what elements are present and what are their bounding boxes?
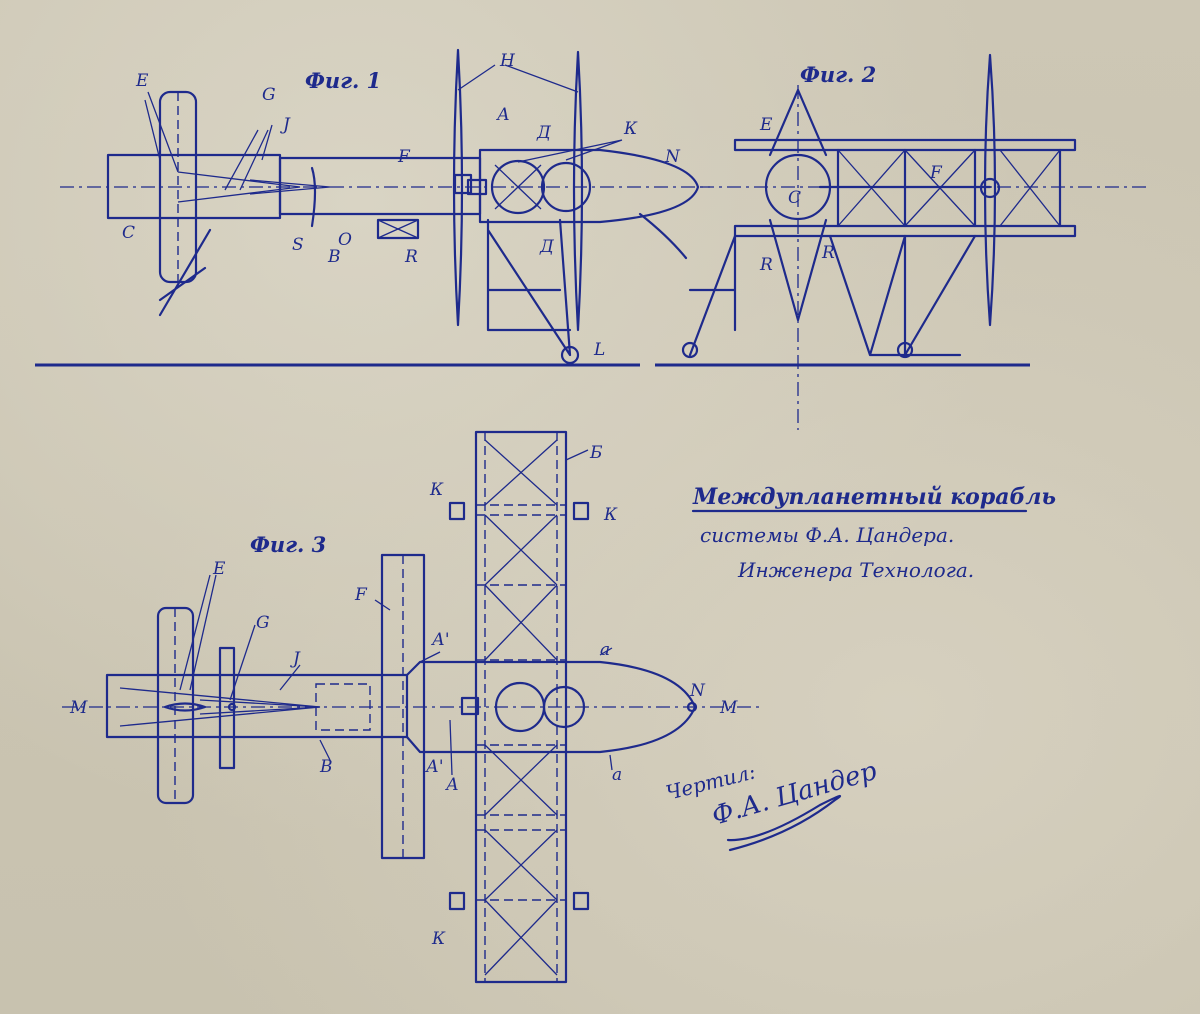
fig3-square-k-top-left xyxy=(448,501,466,521)
fig2-label-c: С xyxy=(788,188,801,208)
fig1-engine-box-2 xyxy=(466,178,488,196)
fig1-radiator-box-cross-b xyxy=(377,219,419,239)
fig3-label-a-prime-top: А' xyxy=(431,630,450,650)
fig1-label-s: S xyxy=(292,235,304,255)
fig3-label-j: J xyxy=(290,649,301,669)
fig1-tank-1-cross-b xyxy=(494,164,542,210)
fig3-leader-lines xyxy=(179,449,613,776)
signature-block: Чертил: Ф.А. Цандер xyxy=(663,756,881,852)
fig1-wheel xyxy=(560,345,580,365)
fig1-label-d2: Д xyxy=(539,237,555,257)
fig3-label-k-bottom: К xyxy=(431,929,446,949)
signature-flourish xyxy=(726,794,842,852)
title-line-1: Междупланетный корабль xyxy=(692,484,1056,510)
fig1-tank-2 xyxy=(540,161,592,213)
fig3-tank-2 xyxy=(542,685,586,729)
fig1-fuselage-nose xyxy=(478,148,700,224)
fig3-nozzle xyxy=(163,702,207,712)
fig3-label-f: F xyxy=(354,585,368,605)
fig1-label-l: L xyxy=(593,340,605,360)
fig3-label-e: Е xyxy=(212,559,226,579)
fig1-rear-skid xyxy=(158,228,212,317)
fig1-nozzle-cone-2 xyxy=(249,179,331,195)
fig1-tank-1 xyxy=(490,159,546,215)
fig1-title: Фиг. 1 xyxy=(305,68,381,93)
fig3-rocket-cone-inner xyxy=(199,699,321,715)
fig3-main-wing-ribs xyxy=(476,504,566,901)
fig2-lower-wing xyxy=(733,224,1077,238)
figure-2-front-view: Фиг. 2 Е F С R R xyxy=(655,53,1150,430)
fig3-square-k-bottom-left xyxy=(448,891,466,911)
fig3-engine-box xyxy=(460,696,480,716)
fig3-label-n: N xyxy=(689,681,706,701)
fig1-label-f: F xyxy=(397,147,411,167)
fig1-label-r: R xyxy=(404,247,418,267)
fig3-label-m-right: М xyxy=(719,698,738,718)
fig1-radiator-box xyxy=(376,218,420,240)
title-line-2: системы Ф.А. Цандера. xyxy=(700,523,954,547)
fig3-label-g: G xyxy=(256,613,270,633)
fig2-upper-wing xyxy=(733,138,1077,152)
fig2-title: Фиг. 2 xyxy=(800,62,876,87)
title-block: Междупланетный корабль системы Ф.А. Цанд… xyxy=(691,484,1056,582)
title-line-3: Инженера Технолога. xyxy=(737,558,974,582)
fig2-pylons xyxy=(768,88,828,322)
fig2-landing-gear-right xyxy=(828,234,977,357)
figure-1-side-view: Фиг. 1 Е G J F А Д Н К S О В R С Д L N xyxy=(35,48,710,367)
fig1-landing-gear xyxy=(486,218,572,357)
fig3-label-k-top-left: К xyxy=(429,480,444,500)
fig1-leader-lines-front xyxy=(457,64,623,163)
fig3-fuselage-rear xyxy=(105,673,409,739)
fig1-label-k: К xyxy=(623,119,638,139)
fig3-main-wing-bracing xyxy=(484,439,558,976)
fig2-label-f: F xyxy=(929,163,943,183)
fig3-label-k-top-right: К xyxy=(603,505,618,525)
fig2-label-r1: R xyxy=(759,255,773,275)
fig1-nozzle-cone-1 xyxy=(177,171,301,203)
fig1-propeller-blade-1 xyxy=(452,48,464,327)
fig1-fuselage-rear xyxy=(278,156,482,216)
fig3-nose-point xyxy=(686,701,698,713)
fig3-nozzle-2 xyxy=(227,702,237,712)
fig3-label-m-left: М xyxy=(69,698,88,718)
fig3-square-k-top-right xyxy=(572,501,590,521)
fig2-wheel-right xyxy=(896,341,914,359)
fig3-label-a: А xyxy=(445,775,459,795)
fig1-propeller-blade-2 xyxy=(572,50,584,332)
fig3-square-k-bottom-right xyxy=(572,891,590,911)
fig2-wheel-left xyxy=(681,341,699,359)
fig1-propeller-s xyxy=(310,166,317,228)
fig3-label-a-bottom: а xyxy=(612,765,622,785)
fig2-landing-gear-left xyxy=(688,234,737,357)
figure-3-top-view: Фиг. 3 Е G J F А' а В А' А а Б К К К М М… xyxy=(62,430,760,984)
fig1-label-h: Н xyxy=(499,51,516,71)
fig3-label-b: В xyxy=(319,757,333,777)
fig1-front-skid xyxy=(638,212,688,260)
fig3-title: Фиг. 3 xyxy=(250,532,326,557)
fig1-label-g: G xyxy=(262,85,276,105)
fig1-label-a: А xyxy=(496,105,510,125)
fig3-label-a-prime-bottom: А' xyxy=(425,757,444,777)
fig1-label-n-top: N xyxy=(664,147,681,167)
fig1-leader-lines-rear xyxy=(144,91,273,191)
fig2-propeller xyxy=(983,53,997,327)
fig1-label-d: Д xyxy=(536,123,552,143)
fig1-label-o: О xyxy=(338,230,352,250)
fig1-label-c: С xyxy=(122,223,135,243)
fig3-label-bb: Б xyxy=(589,443,603,463)
fig3-label-a-top: а xyxy=(600,640,610,660)
fig1-label-e: Е xyxy=(135,71,149,91)
fig1-label-j: J xyxy=(280,115,291,135)
fig3-main-wing xyxy=(474,430,568,984)
fig2-label-e: Е xyxy=(759,115,773,135)
fig1-label-b: В xyxy=(327,247,341,267)
fig2-label-r2: R xyxy=(821,243,835,263)
fig3-small-fin xyxy=(218,646,236,770)
